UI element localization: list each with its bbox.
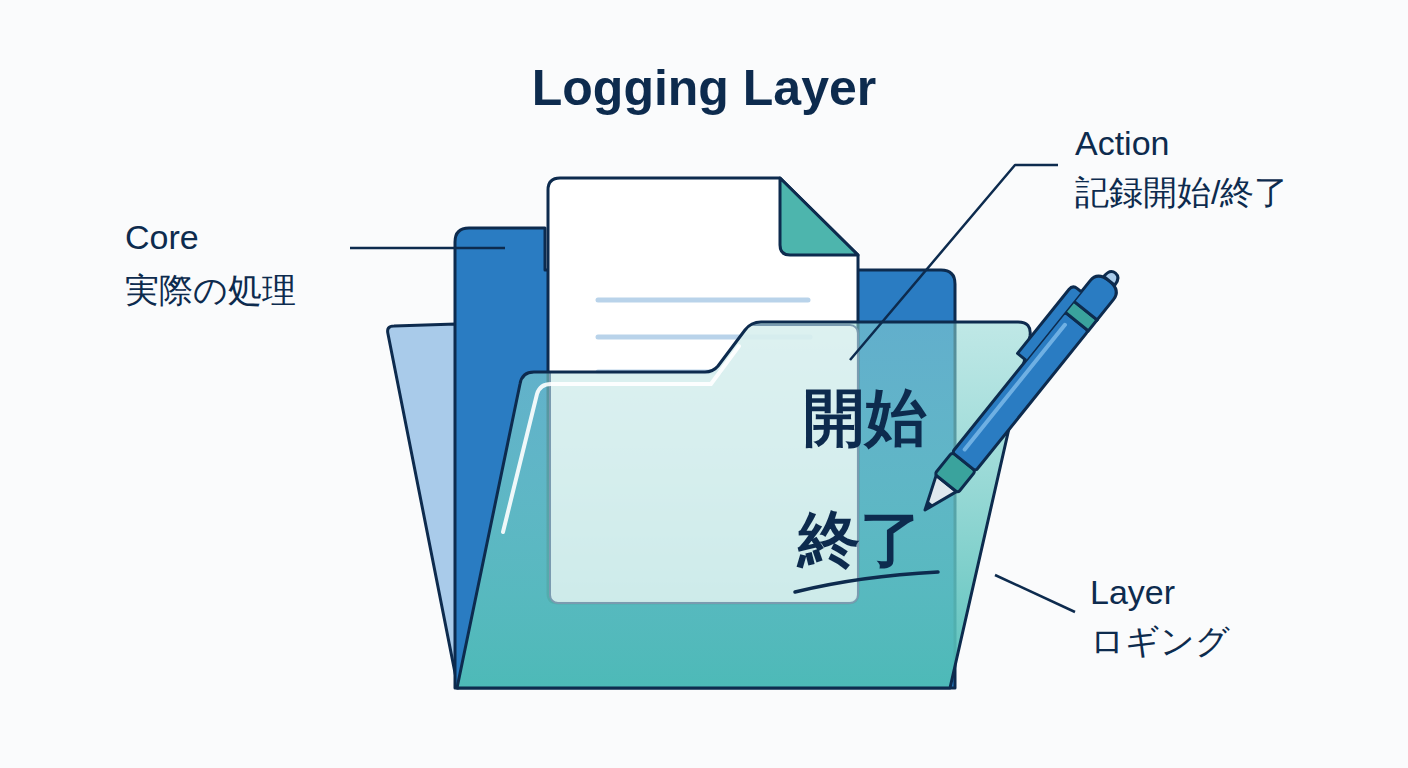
- pen-point: [922, 501, 933, 512]
- folder-front-fill: [457, 322, 1030, 688]
- pen-icon: [905, 257, 1127, 520]
- document-line: [598, 298, 808, 303]
- callout-label: Core: [125, 218, 199, 257]
- diagram-title: Logging Layer: [0, 58, 1408, 118]
- callout-label: 実際の処理: [125, 271, 296, 310]
- leader-line: [350, 247, 505, 250]
- pen-highlight: [965, 325, 1065, 450]
- pen-tip: [915, 475, 957, 518]
- underline-stroke: [795, 572, 938, 592]
- folder-front-panel: 開始終了: [455, 322, 1030, 688]
- node-outline: [455, 322, 1030, 688]
- pen-knob: [1104, 269, 1121, 286]
- handwritten-word: 開始: [755, 382, 975, 454]
- callout-label: Layer: [1090, 573, 1175, 612]
- glass-highlight: [503, 346, 739, 532]
- callout-label: 記録開始/終了: [1075, 173, 1288, 212]
- pen-cap: [1074, 271, 1121, 319]
- callout-label: Action: [1075, 124, 1170, 163]
- pen-grip: [935, 452, 976, 493]
- folder-side: [388, 324, 458, 688]
- callout-label: ロギング: [1090, 622, 1230, 661]
- pen-clip: [1018, 285, 1082, 360]
- leader-line: [995, 575, 1075, 612]
- pen-band: [1065, 301, 1097, 331]
- leader-line: [850, 165, 1058, 360]
- handwritten-word: 終了: [750, 504, 970, 576]
- document-fold: [780, 178, 858, 255]
- folder-front-outline: [457, 322, 1030, 688]
- pen-body: [952, 312, 1088, 471]
